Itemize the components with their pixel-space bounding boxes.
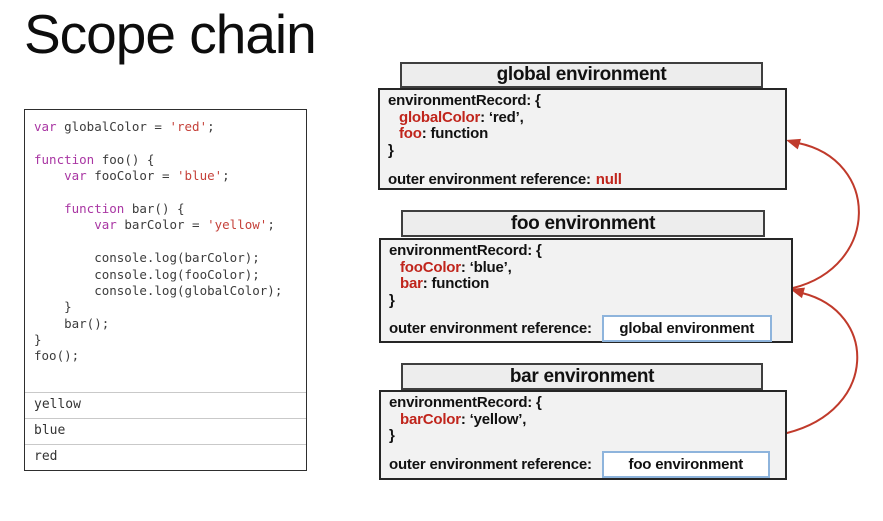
code-line: var globalColor = 'red';: [34, 119, 215, 134]
variable-value: : ‘yellow’,: [460, 410, 527, 428]
arrow-bar-to-foo: [786, 292, 859, 434]
code-line: }: [34, 332, 42, 348]
outer-environment-reference: outer environment reference: global envi…: [389, 315, 783, 342]
code-line: [34, 185, 306, 201]
environment-record-entry: barColor: ‘yellow’,: [389, 410, 777, 429]
environment-record-close: }: [389, 427, 395, 444]
console-output-row: yellow: [25, 392, 306, 418]
arrowhead-foo: [790, 287, 805, 299]
code-panel: var globalColor = 'red'; function foo() {…: [24, 109, 307, 471]
arrow-foo-to-global: [792, 142, 860, 289]
outer-reference-label: outer environment reference:: [388, 171, 591, 188]
bar-environment-header: bar environment: [401, 363, 763, 390]
page-title: Scope chain: [24, 3, 317, 65]
outer-reference-value: null: [595, 171, 622, 188]
environment-record-open: environmentRecord: {: [388, 92, 541, 109]
variable-name: foo: [399, 125, 422, 142]
outer-environment-reference: outer environment reference: foo environ…: [389, 450, 777, 478]
environment-record-entry: bar: function: [389, 275, 783, 293]
variable-value: : function: [421, 125, 489, 142]
code-line: function bar() {: [64, 200, 185, 216]
variable-name: bar: [400, 275, 423, 292]
outer-reference-label: outer environment reference:: [389, 455, 592, 473]
variable-value: : ‘blue’,: [460, 258, 512, 276]
environment-record-close: }: [389, 291, 395, 309]
global-environment-title: global environment: [496, 64, 667, 85]
variable-name: fooColor: [400, 258, 461, 276]
code-line: console.log(barColor);: [34, 250, 260, 266]
code-line: foo();: [34, 348, 80, 364]
arrowhead-global: [786, 138, 801, 150]
global-environment-body: environmentRecord: { globalColor: ‘red’,…: [378, 88, 787, 190]
environment-record-open: environmentRecord: {: [389, 242, 542, 259]
console-output-row: blue: [25, 418, 306, 444]
code-line: [34, 135, 306, 151]
environment-record-entry: globalColor: ‘red’,: [388, 108, 777, 127]
code-line: var fooColor = 'blue';: [64, 168, 230, 184]
code-line: bar();: [34, 315, 110, 331]
foo-environment-title: foo environment: [510, 212, 656, 234]
variable-name: globalColor: [399, 108, 481, 126]
environment-record-entry: fooColor: ‘blue’,: [389, 258, 783, 277]
outer-environment-reference: outer environment reference:null: [388, 171, 777, 188]
foo-environment-body: environmentRecord: { fooColor: ‘blue’, b…: [379, 238, 793, 343]
code-line: }: [34, 299, 72, 315]
variable-value: : ‘red’,: [480, 108, 524, 126]
environment-record-open: environmentRecord: {: [389, 394, 542, 411]
bar-environment-title: bar environment: [509, 365, 655, 387]
variable-name: barColor: [400, 410, 461, 428]
environment-record-close: }: [388, 141, 394, 159]
outer-reference-target-box: global environment: [601, 315, 772, 342]
environment-record-entry: foo: function: [388, 125, 777, 143]
code-line: console.log(fooColor);: [34, 266, 260, 282]
code-line: var barColor = 'yellow';: [94, 217, 275, 233]
outer-reference-target-box: foo environment: [601, 450, 770, 478]
code-snippet: var globalColor = 'red'; function foo() {…: [25, 110, 306, 392]
variable-value: : function: [422, 275, 490, 292]
global-environment-header: global environment: [400, 62, 763, 88]
scope-chain-arrows: [786, 138, 860, 434]
code-line: console.log(globalColor);: [34, 282, 283, 298]
bar-environment-body: environmentRecord: { barColor: ‘yellow’,…: [379, 390, 787, 480]
foo-environment-header: foo environment: [401, 210, 765, 237]
console-output-row: red: [25, 444, 306, 470]
outer-reference-label: outer environment reference:: [389, 320, 592, 337]
code-line: function foo() {: [34, 151, 155, 167]
code-line: [34, 234, 306, 250]
